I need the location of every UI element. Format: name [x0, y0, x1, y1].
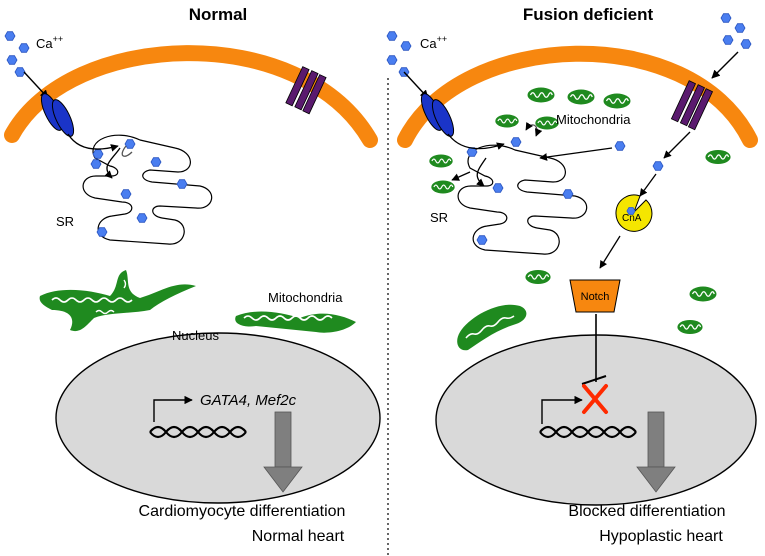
right-calcium-cluster-right	[720, 13, 752, 49]
right-mito-label: Mitochondria	[556, 112, 631, 127]
right-cna-label: CnA	[622, 213, 642, 224]
right-ca-label: Ca++	[420, 34, 447, 51]
left-genes-label: GATA4, Mef2c	[200, 392, 297, 409]
left-ca-curl-arrow	[121, 145, 133, 157]
left-outcome-2: Normal heart	[252, 528, 345, 545]
left-ca-ion-2	[124, 139, 136, 149]
right-ca-release-arrow	[476, 157, 487, 187]
left-nucleus-label: Nucleus	[172, 328, 219, 343]
right-mito-frag-7	[430, 179, 456, 195]
left-title: Normal	[189, 5, 248, 24]
right-mito-frag-4	[494, 113, 520, 129]
left-calcium-cluster	[4, 31, 30, 77]
left-ca-release-arrow	[104, 147, 121, 179]
right-ca-entry-arrow-right	[711, 51, 739, 79]
left-dna-helix	[149, 425, 247, 439]
right-mito-frag-8	[704, 149, 732, 165]
right-ca-ion-3	[614, 141, 626, 151]
right-dna-helix	[539, 425, 637, 439]
right-ca-flow-arrow-4	[639, 173, 657, 197]
right-mito-frag-11	[676, 319, 704, 335]
left-nucleus	[55, 332, 381, 504]
right-sr-label: SR	[430, 210, 448, 225]
right-block-x-icon	[582, 384, 608, 414]
left-ca-ion	[92, 149, 104, 159]
left-panel: Normal Ca++	[4, 5, 381, 545]
left-sr-label: SR	[56, 214, 74, 229]
right-panel: Fusion deficient Ca++	[386, 5, 758, 545]
right-mito-frag-10	[688, 285, 718, 303]
right-mito-frag-3	[602, 92, 632, 110]
right-output-arrow	[636, 411, 676, 493]
right-inhibition-bar	[581, 375, 607, 385]
right-notch	[569, 279, 621, 313]
right-mito-elongated	[457, 304, 527, 351]
right-ca-flow-arrow-1	[447, 133, 505, 150]
right-sr	[457, 144, 588, 255]
left-mito-label: Mitochondria	[268, 290, 343, 305]
right-outcome-2: Hypoplastic heart	[599, 528, 723, 545]
left-blue-channel	[40, 93, 75, 137]
right-ca-ion-4	[652, 161, 664, 171]
left-mito-elongated	[235, 311, 356, 333]
left-ca-label: Ca++	[36, 34, 63, 51]
right-ca-ion-2	[510, 137, 522, 147]
right-promoter-arrow	[541, 395, 583, 424]
right-notch-label: Notch	[581, 291, 610, 303]
right-purple-channel	[670, 80, 714, 131]
right-outcome-1: Blocked differentiation	[568, 503, 725, 520]
right-mito-frag-2	[566, 88, 596, 106]
left-sr	[82, 134, 213, 245]
right-mito-uptake-arrow	[451, 171, 471, 181]
left-purple-channel	[285, 66, 327, 115]
right-cna-to-notch-arrow	[599, 235, 621, 269]
right-mito-frag-6	[428, 153, 454, 169]
left-output-arrow	[263, 411, 303, 493]
right-ca-flow-arrow-2	[539, 147, 613, 161]
right-cna	[615, 194, 653, 232]
right-mito-frag-9	[524, 269, 552, 285]
right-title: Fusion deficient	[523, 5, 654, 24]
right-mito-frag-1	[526, 86, 556, 104]
right-blue-channel	[420, 93, 455, 137]
right-ca-flow-arrow-3	[663, 131, 691, 159]
left-promoter-arrow	[153, 395, 193, 422]
left-ca-flow-arrow	[67, 133, 119, 152]
left-outcome-1: Cardiomyocyte differentiation	[139, 503, 346, 520]
right-ca-curl-arrow	[525, 121, 543, 137]
right-calcium-cluster-left	[386, 31, 412, 77]
left-mito-network	[39, 270, 197, 332]
